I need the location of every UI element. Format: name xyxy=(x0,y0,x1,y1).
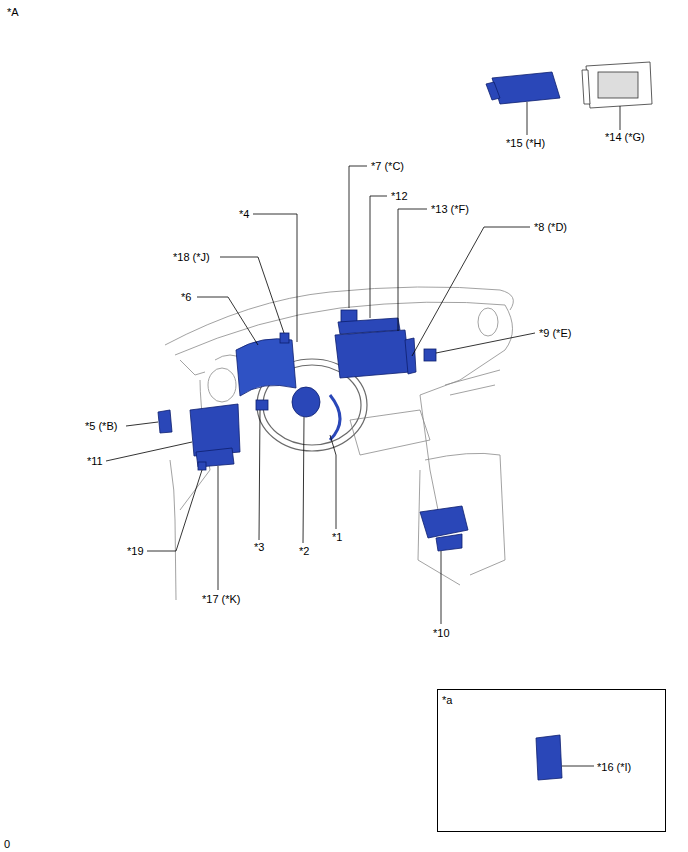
callout-number: *6 xyxy=(180,291,192,304)
figure-marker: *A xyxy=(6,6,20,19)
callout-number: *13 (*F) xyxy=(430,203,470,216)
callout-number: *18 (*J) xyxy=(172,251,211,264)
callout-number: *17 (*K) xyxy=(201,593,242,606)
callout-number: *3 xyxy=(253,541,265,554)
figure-marker: 0 xyxy=(3,838,11,851)
callout-number: *9 (*E) xyxy=(538,327,572,340)
callout-number: *12 xyxy=(390,190,409,203)
callout-number: *4 xyxy=(238,208,250,221)
callout-number: *15 (*H) xyxy=(505,137,546,150)
callout-number: *7 (*C) xyxy=(370,160,405,173)
callout-number: *2 xyxy=(298,545,310,558)
leader-lines xyxy=(106,102,620,766)
dashboard-outline xyxy=(165,287,513,600)
callout-number: *10 xyxy=(432,627,451,640)
callout-number: *5 (*B) xyxy=(84,420,118,433)
callout-number: *8 (*D) xyxy=(533,221,568,234)
callout-number: *1 xyxy=(331,531,343,544)
display-unit-outline xyxy=(582,62,652,108)
callout-number: *11 xyxy=(86,455,104,468)
ecu-part xyxy=(536,735,562,780)
callout-number: *19 xyxy=(126,545,145,558)
inset-box: *a *16 (*I) xyxy=(437,689,666,832)
airbag-ring xyxy=(330,395,340,440)
callout-number: *16 (*I) xyxy=(596,761,632,774)
inset-marker: *a xyxy=(441,694,453,707)
callout-number: *14 (*G) xyxy=(604,131,646,144)
